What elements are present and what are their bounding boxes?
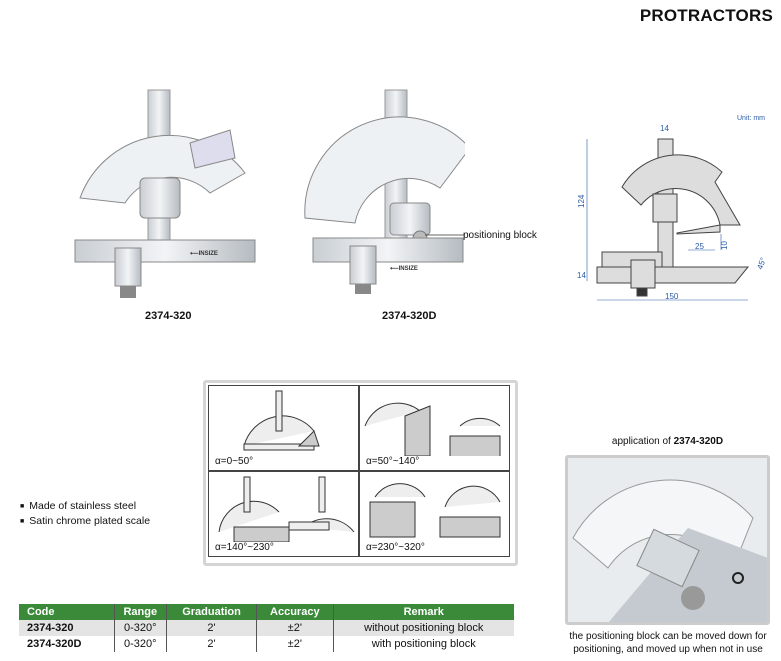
svg-text:⟵INSIZE: ⟵INSIZE bbox=[190, 250, 218, 257]
application-photo bbox=[565, 455, 770, 625]
mode-cell: α=230°~320° bbox=[359, 471, 510, 557]
dim-height: 124 bbox=[577, 194, 586, 208]
feature-list: Made of stainless steel Satin chrome pla… bbox=[20, 499, 150, 529]
positioning-block-callout: positioning block bbox=[463, 230, 537, 241]
dim-base: 14 bbox=[577, 271, 586, 280]
dim-top: 14 bbox=[660, 124, 669, 133]
feature-item: Made of stainless steel bbox=[20, 499, 150, 514]
dim-block-h: 10 bbox=[720, 241, 729, 250]
dim-angle: 45° bbox=[755, 256, 768, 270]
col-accuracy: Accuracy bbox=[256, 604, 334, 620]
unit-label: Unit: mm bbox=[737, 115, 765, 122]
col-range: Range bbox=[114, 604, 167, 620]
col-remark: Remark bbox=[333, 604, 514, 620]
application-title: application of 2374-320D bbox=[611, 436, 724, 447]
dim-block-w: 25 bbox=[695, 242, 704, 251]
measuring-modes-diagram: α=0~50° α=50°~140° α=140°~230° α=230°~32… bbox=[203, 380, 518, 566]
product-code-label: 2374-320D bbox=[382, 310, 437, 322]
mode-label: α=0~50° bbox=[215, 456, 254, 467]
mode-cell: α=0~50° bbox=[208, 385, 359, 471]
svg-text:⟵INSIZE: ⟵INSIZE bbox=[390, 265, 418, 272]
mode-label: α=140°~230° bbox=[215, 542, 274, 553]
protractor-2374-320-image: ⟵INSIZE bbox=[74, 89, 256, 298]
dim-width: 150 bbox=[665, 292, 679, 301]
product-code-label: 2374-320 bbox=[145, 310, 192, 322]
mode-label: α=230°~320° bbox=[366, 542, 425, 553]
mode-cell: α=50°~140° bbox=[359, 385, 510, 471]
feature-item: Satin chrome plated scale bbox=[20, 514, 150, 529]
dimension-drawing: 14 124 14 150 25 10 45° bbox=[577, 124, 768, 301]
application-caption: the positioning block can be moved down … bbox=[569, 631, 767, 655]
mode-label: α=50°~140° bbox=[366, 456, 420, 467]
mode-cell: α=140°~230° bbox=[208, 471, 359, 557]
col-code: Code bbox=[19, 604, 115, 620]
page-title: PROTRACTORS bbox=[639, 6, 773, 25]
protractor-2374-320D-image: ⟵INSIZE bbox=[304, 89, 465, 294]
col-graduation: Graduation bbox=[166, 604, 258, 620]
